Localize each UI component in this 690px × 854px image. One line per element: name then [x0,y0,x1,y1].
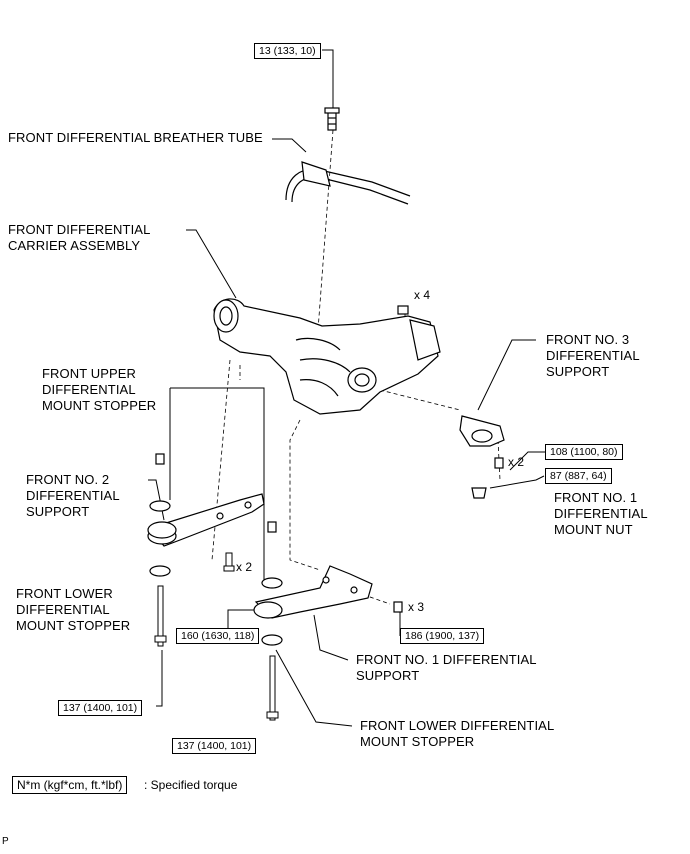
breather-tube-shape [285,107,411,205]
label-lower-left-line2: DIFFERENTIAL [16,602,110,617]
label-no2-line1: FRONT NO. 2 [26,472,110,487]
label-upper-stopper-line1: FRONT UPPER [42,366,137,381]
no1-support-shape [253,521,403,646]
label-lower-right-line1: FRONT LOWER DIFFERENTIAL [360,718,555,733]
label-lower-left-line1: FRONT LOWER [16,586,113,601]
label-no2-line3: SUPPORT [26,504,90,519]
multiplier-x2-left: x 2 [236,560,253,574]
torque-box-87: 87 (887, 64) [545,468,612,484]
label-carrier-line1: FRONT DIFFERENTIAL [8,222,151,237]
bolts-shape [154,552,279,721]
label-breather-tube: FRONT DIFFERENTIAL BREATHER TUBE [8,130,263,145]
torque-box-137-bottom: 137 (1400, 101) [172,738,257,754]
torque-box-160: 160 (1630, 118) [176,628,260,644]
label-no1nut-line3: MOUNT NUT [554,522,633,537]
label-lower-left-line3: MOUNT STOPPER [16,618,131,633]
multiplier-x4: x 4 [414,288,431,302]
torque-box-108: 108 (1100, 80) [545,444,623,460]
multiplier-x3: x 3 [408,600,425,614]
label-no1-support-line2: SUPPORT [356,668,420,683]
no3-support-shape [459,415,505,499]
corner-mark: P [2,836,9,847]
legend-unit-box: N*m (kgf*cm, ft.*lbf) [12,776,128,794]
label-no3-line3: SUPPORT [546,364,610,379]
label-no3-line2: DIFFERENTIAL [546,348,640,363]
label-carrier-line2: CARRIER ASSEMBLY [8,238,141,253]
label-no1nut-line1: FRONT NO. 1 [554,490,638,505]
label-no2-line2: DIFFERENTIAL [26,488,120,503]
label-no1-support-line1: FRONT NO. 1 DIFFERENTIAL [356,652,537,667]
torque-box-186: 186 (1900, 137) [400,628,485,644]
label-lower-right-line2: MOUNT STOPPER [360,734,475,749]
label-upper-stopper-line3: MOUNT STOPPER [42,398,157,413]
torque-box-13: 13 (133, 10) [254,43,321,59]
leader-lines [148,49,545,727]
label-upper-stopper-line2: DIFFERENTIAL [42,382,136,397]
carrier-assembly-shape [213,298,441,415]
no2-support-shape [147,453,265,577]
label-no1nut-line2: DIFFERENTIAL [554,506,648,521]
label-no3-line1: FRONT NO. 3 [546,332,630,347]
multiplier-x2-right: x 2 [508,455,525,469]
torque-box-137-left: 137 (1400, 101) [58,700,143,716]
legend-text: : Specified torque [144,778,238,792]
